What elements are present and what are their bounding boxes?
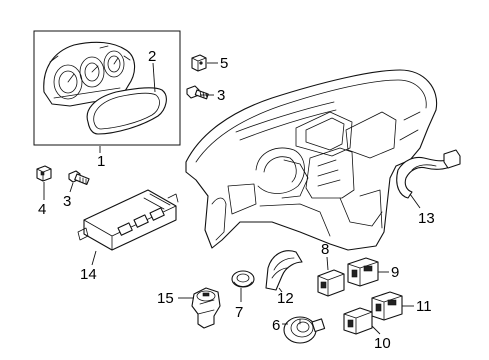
callout-9: 9	[391, 264, 399, 281]
callout-15: 15	[157, 290, 174, 307]
callout-3-upper: 3	[217, 87, 225, 104]
callout-5: 5	[220, 55, 228, 72]
screw-3-lower	[68, 170, 90, 185]
callout-2: 2	[148, 48, 156, 65]
callout-7: 7	[235, 304, 243, 321]
instrument-panel	[185, 69, 438, 251]
ring-7	[231, 270, 255, 288]
cluster-group-box	[33, 30, 181, 146]
screw-3-upper	[186, 85, 209, 100]
callout-3-lower: 3	[63, 193, 71, 210]
bezel-12	[265, 250, 303, 291]
callout-labels: 1 2 5 3 4 3 14 13 8 9 11 10 6 12 7 15	[38, 48, 435, 352]
callout-10: 10	[374, 335, 391, 352]
callout-4: 4	[38, 201, 46, 218]
callout-8: 8	[321, 241, 329, 258]
leader-lines	[43, 62, 421, 335]
headlamp-switch-6	[283, 316, 326, 344]
ignition-switch-15	[191, 287, 221, 329]
callout-11: 11	[416, 298, 432, 315]
clip-5	[191, 54, 207, 72]
instrument-cluster	[43, 41, 136, 107]
callout-13: 13	[418, 210, 435, 227]
switch-10	[343, 307, 373, 335]
bulb-socket-4	[36, 165, 52, 182]
sensor-13	[396, 149, 461, 199]
callout-1: 1	[97, 153, 105, 170]
push-button-8	[317, 269, 345, 297]
callout-14: 14	[80, 266, 97, 283]
switch-9	[347, 257, 379, 287]
control-module-14	[77, 189, 179, 251]
switch-11	[371, 291, 403, 321]
callout-6: 6	[272, 317, 280, 334]
cluster-lens	[86, 87, 167, 135]
callout-12: 12	[277, 290, 294, 307]
